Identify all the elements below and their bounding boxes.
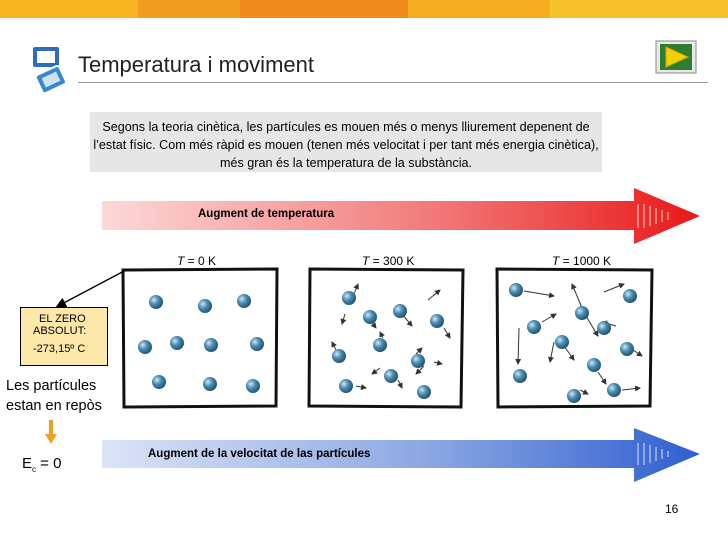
page-number: 16 xyxy=(665,502,679,516)
particle xyxy=(149,295,163,309)
temperature-symbol: T xyxy=(362,254,370,268)
particle xyxy=(620,342,634,356)
particle xyxy=(393,304,407,318)
top-bar-segment xyxy=(138,0,240,18)
particle xyxy=(513,369,527,383)
page-title: Temperatura i moviment xyxy=(78,52,314,77)
particle xyxy=(204,338,218,352)
particle xyxy=(339,379,353,393)
temperature-symbol: T xyxy=(177,254,185,268)
velocity-arrow xyxy=(102,428,700,482)
particle xyxy=(246,379,260,393)
particle xyxy=(138,340,152,354)
particle xyxy=(417,385,431,399)
temperature-label-1000k: T = 1000 K xyxy=(552,254,611,268)
top-bar-segment xyxy=(240,0,408,18)
temperature-value: = 0 K xyxy=(184,254,217,268)
rest-text-line2: estan en repòs xyxy=(6,398,102,414)
particle xyxy=(237,294,251,308)
particle xyxy=(373,338,387,352)
top-color-bar xyxy=(0,0,728,18)
particle xyxy=(152,375,166,389)
top-bar-segment xyxy=(550,0,728,18)
rest-text-line1: Les partícules xyxy=(6,378,97,394)
absolute-zero-value: -273,15º C xyxy=(33,343,86,355)
particle xyxy=(170,336,184,350)
kinetic-energy-subscript: c xyxy=(32,465,37,474)
particle xyxy=(198,299,212,313)
temperature-arrow-label: Augment de temperatura xyxy=(198,208,335,220)
particle xyxy=(567,389,581,403)
absolute-zero-line2: ABSOLUT: xyxy=(33,325,87,337)
temperature-symbol: T xyxy=(552,254,560,268)
rest-text: Les partícules estan en repòs xyxy=(6,376,102,416)
title-divider xyxy=(78,82,708,83)
particles-panel-0k xyxy=(121,267,279,409)
particle xyxy=(363,310,377,324)
particle xyxy=(623,289,637,303)
particles-panel-1000k xyxy=(495,267,654,409)
top-bar-segment xyxy=(0,0,138,18)
particle xyxy=(342,291,356,305)
particle xyxy=(384,369,398,383)
velocity-arrow-label: Augment de la velocitat de las partícule… xyxy=(148,448,371,460)
particle xyxy=(509,283,523,297)
particle xyxy=(607,383,621,397)
kinetic-energy-value: = 0 xyxy=(36,455,62,472)
temperature-arrow xyxy=(102,188,700,244)
absolute-zero-box: EL ZERO ABSOLUT: -273,15º C xyxy=(20,307,108,366)
top-bar-segment xyxy=(408,0,550,18)
temperature-label-0k: T = 0 K xyxy=(177,254,216,268)
particle xyxy=(411,354,425,368)
particle xyxy=(575,306,589,320)
temperature-label-300k: T = 300 K xyxy=(362,254,414,268)
particle xyxy=(332,349,346,363)
particle xyxy=(527,320,541,334)
particle xyxy=(203,377,217,391)
absolute-zero-line1: EL ZERO xyxy=(39,313,86,325)
temperature-value: = 1000 K xyxy=(559,254,612,268)
pointer-arrow xyxy=(55,269,127,308)
particle xyxy=(587,358,601,372)
particle xyxy=(430,314,444,328)
temperature-value: = 300 K xyxy=(369,254,415,268)
intro-text: Segons la teoria cinètica, les partícule… xyxy=(90,112,602,172)
kinetic-energy: Ec = 0 xyxy=(22,455,61,474)
slides-logo-icon xyxy=(31,45,67,95)
play-icon[interactable] xyxy=(655,40,697,74)
particles-panel-300k xyxy=(307,267,465,409)
particle xyxy=(250,337,264,351)
particle xyxy=(597,321,611,335)
particle xyxy=(555,335,569,349)
kinetic-energy-symbol: E xyxy=(22,455,33,472)
down-arrow-icon xyxy=(45,420,57,444)
